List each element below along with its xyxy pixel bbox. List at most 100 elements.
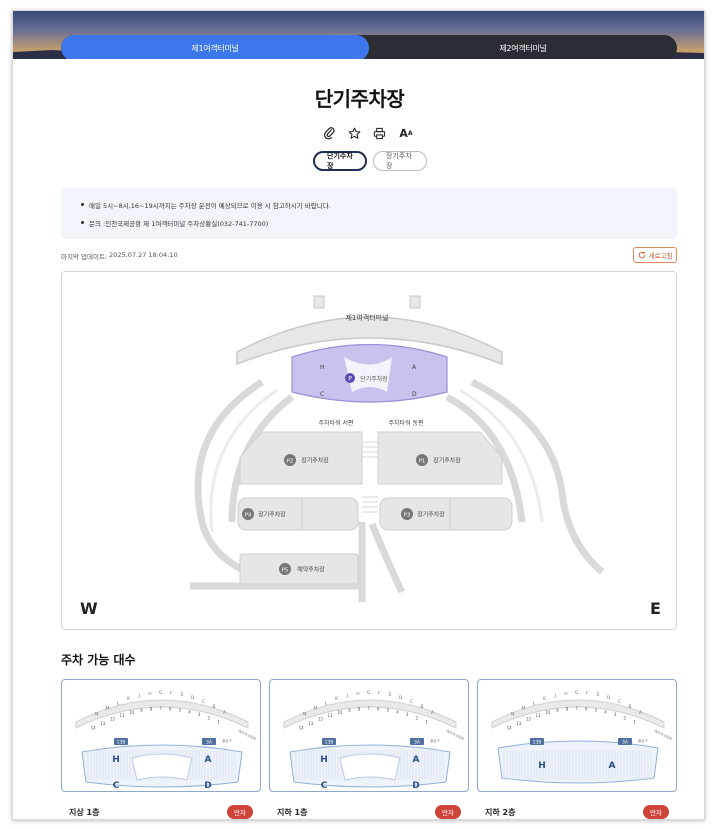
last-update: 마지막 업데이트: 2025.07.27 18:04:10 [61,251,178,261]
gate-number: 5 [179,708,182,713]
marker-text: 13B [325,739,334,745]
gate-number: 13 [516,721,522,726]
section-letter: A [609,761,616,771]
side-label: 에어카고빌딩 [446,728,466,741]
section-letter: H [320,755,328,765]
gate-letter: C [618,699,621,705]
terminal-arc [283,699,457,729]
section-letter: D [204,781,211,791]
gate-letter: C [410,699,413,705]
gate-letter: N [511,712,514,718]
gate-number: 13 [100,721,106,726]
exit-label: 출입구 [222,738,232,743]
printer-icon[interactable] [373,127,386,140]
floor-label: 지하 1층 [277,807,308,817]
gate-number: 6 [377,706,380,711]
gate-number: 2 [624,716,627,721]
gate-letter: J [346,693,348,699]
gate-letter: J [138,693,140,699]
section-letter: A [205,755,212,765]
lot-p2-label: 장기주차장 [301,457,329,465]
lot-p3-label: 장기주차장 [417,511,445,519]
refresh-button[interactable]: 새로고침 [633,247,677,263]
tab-terminal-1[interactable]: 제1여객터미널 [61,35,369,59]
paperclip-icon[interactable] [323,127,336,140]
gate-number: 10 [337,710,343,715]
gate-number: 6 [169,706,172,711]
last-update-value: 2025.07.27 18:04:10 [109,251,178,259]
side-label: 에어카고빌딩 [238,728,258,741]
star-icon[interactable] [348,127,361,140]
lot-p3[interactable] [379,497,513,531]
p-badge [345,373,355,383]
parking-map-svg: 제1여객터미널 H A C D P 단기주차장 주차타워 서편 주차타워 동편 … [62,272,676,629]
marker-text: 13B [533,739,542,745]
tab-short-term[interactable]: 단기주차장 [313,151,367,171]
gate-number: 5 [595,708,598,713]
gate-number: 14 [299,725,305,730]
gate-number: 10 [545,710,551,715]
tab-terminal-2[interactable]: 제2여객터미널 [499,43,547,53]
notice-item: 매일 5시~8시,16~19시까지는 주차장 운전이 예상되므로 이용 시 참고… [81,200,657,210]
exit-label: 출입구 [430,738,440,743]
gate-letter: F [586,691,589,697]
lot-p4[interactable] [237,497,359,531]
refresh-icon [638,251,645,259]
lot-p1-label: 장기주차장 [433,457,461,465]
tab-long-term[interactable]: 장기주차장 [373,151,427,171]
gate-letter: B [628,704,631,710]
lot-p5-label: 예약주차장 [297,566,325,574]
lot-p5[interactable] [239,553,359,585]
lot-p4-label: 장기주차장 [258,511,286,519]
gate-number: 7 [575,706,578,711]
section-letter: C [113,781,120,791]
gate-letter: B [212,704,215,710]
lot-p1[interactable] [377,431,503,485]
lot-p1-badge: P1 [419,459,426,465]
lot-p2[interactable] [239,431,363,485]
gate-letter: G [575,690,579,696]
lot-p3-badge: P3 [404,513,411,519]
p-badge-text: P [348,376,352,383]
gate-letter: N [303,712,306,718]
section-letter: C [321,781,328,791]
parking-map: 제1여객터미널 H A C D P 단기주차장 주차타워 서편 주차타워 동편 … [61,271,677,630]
gate-number: 1 [217,720,220,725]
gate-number: 4 [188,710,191,715]
marker-badge [114,738,128,745]
gate-letter: B [420,704,423,710]
gate-letter: M [105,706,109,712]
gate-number: 4 [604,710,607,715]
gate-letter: G [159,690,163,696]
gate-letter: A [639,710,643,716]
lot-p5-badge: P5 [282,568,289,574]
gate-number: 6 [585,706,588,711]
compass-east: E [650,599,661,618]
card-footer: 지상 1층 만차 [69,805,253,819]
page-title: 단기주차장 [314,87,405,111]
last-update-label: 마지막 업데이트: [61,253,108,261]
status-badge: 만차 [435,805,461,819]
terminal-arc [491,699,665,729]
gate-number: 13 [308,721,314,726]
marker-text: 3A [622,739,629,745]
zone-a: A [412,364,417,371]
lot-tabs: 단기주차장 장기주차장 [313,151,427,171]
availability-title: 주차 가능 대수 [61,653,136,667]
center-void [339,753,401,781]
section-letter: H [538,761,546,771]
gate-letter: F [378,691,381,697]
walkways [362,441,378,513]
gate-letter: L [533,700,536,706]
gate-number: 3 [406,712,409,717]
gate-number: 8 [150,707,153,712]
gate-number: 11 [328,713,334,718]
